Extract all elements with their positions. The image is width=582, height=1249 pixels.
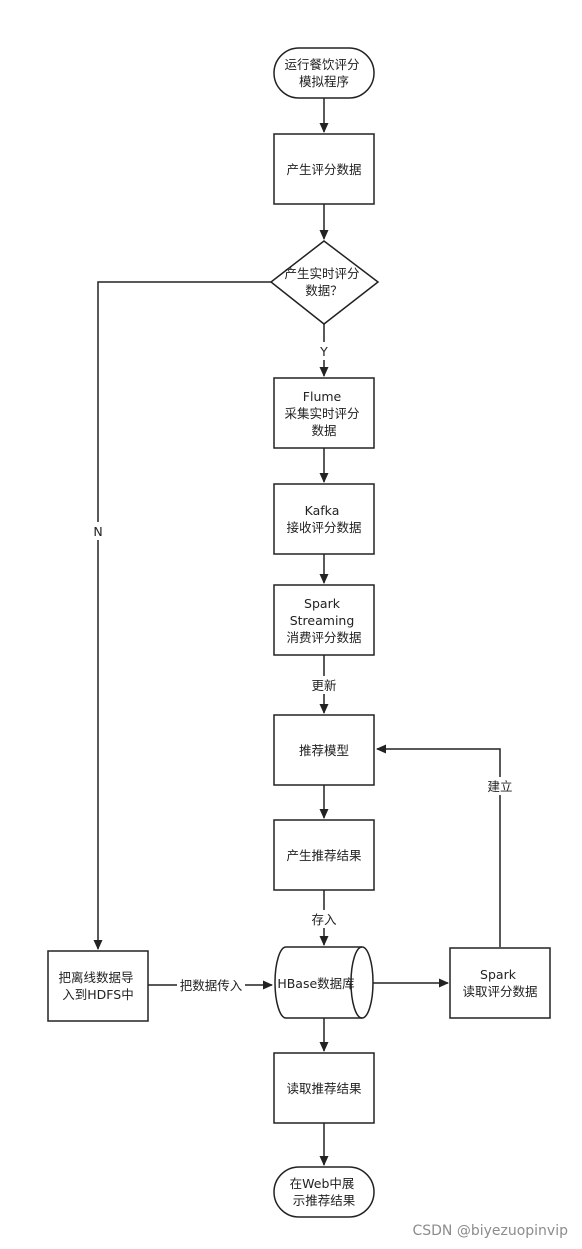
edge-labels: Y N 更新 建立 存入 把数据传入 bbox=[90, 342, 515, 994]
read-rec-label: 读取推荐结果 bbox=[286, 1081, 362, 1096]
edge-label-store: 存入 bbox=[311, 912, 337, 927]
offline-label: 把离线数据导 入到HDFS中 bbox=[59, 970, 138, 1002]
generate-box bbox=[273, 133, 375, 205]
spark-streaming-label: Spark Streaming 消费评分数据 bbox=[286, 596, 361, 645]
produce-rec-label: 产生推荐结果 bbox=[286, 848, 362, 863]
spark-read-label: Spark 读取评分数据 bbox=[462, 967, 537, 999]
kafka-box bbox=[273, 483, 375, 555]
spark-read-box bbox=[449, 947, 551, 1019]
watermark: CSDN @biyezuopinvip bbox=[412, 1223, 568, 1239]
start-terminal bbox=[273, 47, 375, 99]
model-label: 推荐模型 bbox=[299, 743, 349, 758]
edge-label-build: 建立 bbox=[487, 779, 512, 794]
web-terminal bbox=[273, 1166, 375, 1218]
read-rec-box bbox=[273, 1052, 375, 1124]
hbase-cylinder-edge bbox=[350, 946, 363, 1019]
edge-decision-no-to-offline bbox=[93, 281, 271, 950]
spark-streaming-box bbox=[273, 584, 375, 656]
decision-label: 产生实时评分 数据？ bbox=[285, 266, 364, 298]
edge-label-yes: Y bbox=[319, 344, 328, 359]
edge-spark-read-to-model bbox=[376, 744, 501, 947]
offline-box bbox=[47, 950, 149, 1022]
flume-box bbox=[273, 377, 375, 449]
kafka-label: Kafka 接收评分数据 bbox=[286, 503, 361, 535]
produce-rec-box bbox=[273, 819, 375, 891]
web-label: 在Web中展 示推荐结果 bbox=[290, 1176, 359, 1208]
edge-label-no: N bbox=[93, 524, 102, 539]
decision-diamond bbox=[269, 240, 380, 325]
hbase-label: HBase数据库 bbox=[277, 976, 354, 991]
edge-label-update: 更新 bbox=[311, 678, 336, 693]
model-box bbox=[273, 714, 375, 786]
start-label: 运行餐饮评分 模拟程序 bbox=[285, 57, 364, 89]
flume-label: Flume 采集实时评分 数据 bbox=[285, 389, 364, 438]
generate-label: 产生评分数据 bbox=[286, 162, 361, 177]
node-shapes bbox=[47, 47, 551, 1218]
edges bbox=[93, 98, 501, 1166]
edge-label-transfer: 把数据传入 bbox=[180, 978, 243, 993]
node-labels: 运行餐饮评分 模拟程序 产生评分数据 产生实时评分 数据？ Flume 采集实时… bbox=[59, 57, 538, 1208]
